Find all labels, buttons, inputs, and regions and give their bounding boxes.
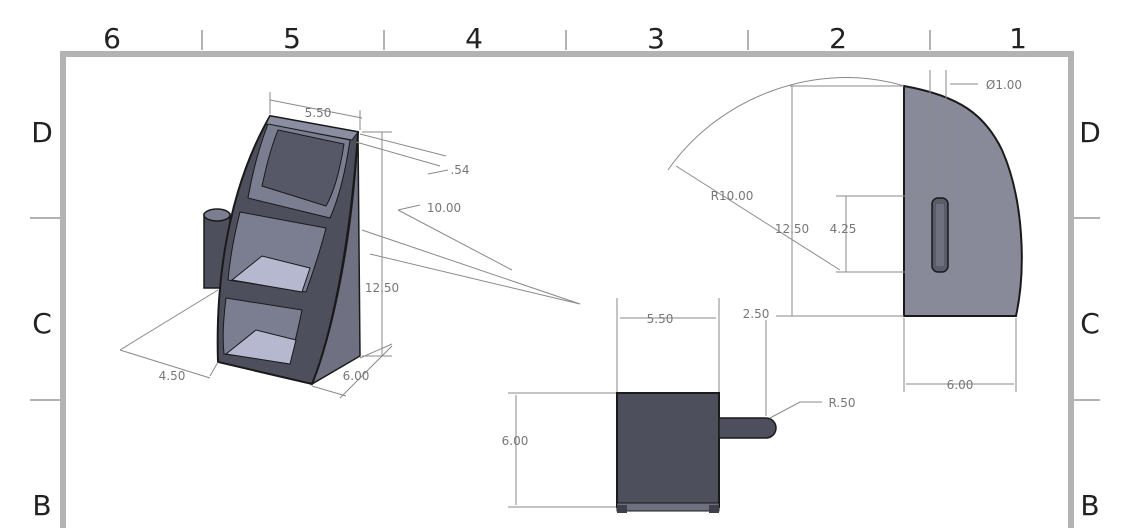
side-slot — [931, 197, 949, 273]
zone-row-right-b: B — [1080, 489, 1099, 522]
zone-row-left-c: C — [32, 307, 52, 340]
dim-iso-depth-left: 4.50 — [159, 369, 186, 383]
dim-iso-depth-right: 6.00 — [343, 369, 370, 383]
zone-col-1: 1 — [1009, 22, 1027, 55]
zone-col-4: 4 — [465, 22, 483, 55]
dim-iso-thickness: .54 — [450, 163, 469, 177]
dim-iso-curve: 10.00 — [427, 201, 461, 215]
dim-side-slot: 4.25 — [830, 222, 857, 236]
dim-top-depth: 6.00 — [502, 434, 529, 448]
zone-row-left-d: D — [31, 116, 53, 149]
dim-iso-height: 12.50 — [365, 281, 399, 295]
zone-col-3: 3 — [647, 22, 665, 55]
side-view — [667, 70, 1023, 392]
top-view — [508, 298, 822, 513]
zone-row-left-b: B — [32, 489, 51, 522]
dim-top-width: 5.50 — [647, 312, 674, 326]
zone-col-2: 2 — [829, 22, 847, 55]
dim-iso-width: 5.50 — [305, 106, 332, 120]
zone-row-right-d: D — [1079, 116, 1101, 149]
top-handle — [718, 417, 777, 439]
dim-side-height: 12.50 — [775, 222, 809, 236]
isometric-view — [119, 92, 581, 399]
dim-side-radius: R10.00 — [711, 189, 754, 203]
dim-side-width: 6.00 — [947, 378, 974, 392]
sheet-frame — [30, 30, 1100, 528]
dim-side-offset: 2.50 — [743, 307, 770, 321]
dim-top-radius: R.50 — [829, 396, 856, 410]
dim-side-hole: Ø1.00 — [986, 78, 1022, 92]
zone-col-6: 6 — [103, 22, 121, 55]
zone-col-5: 5 — [283, 22, 301, 55]
zone-row-right-c: C — [1080, 307, 1100, 340]
